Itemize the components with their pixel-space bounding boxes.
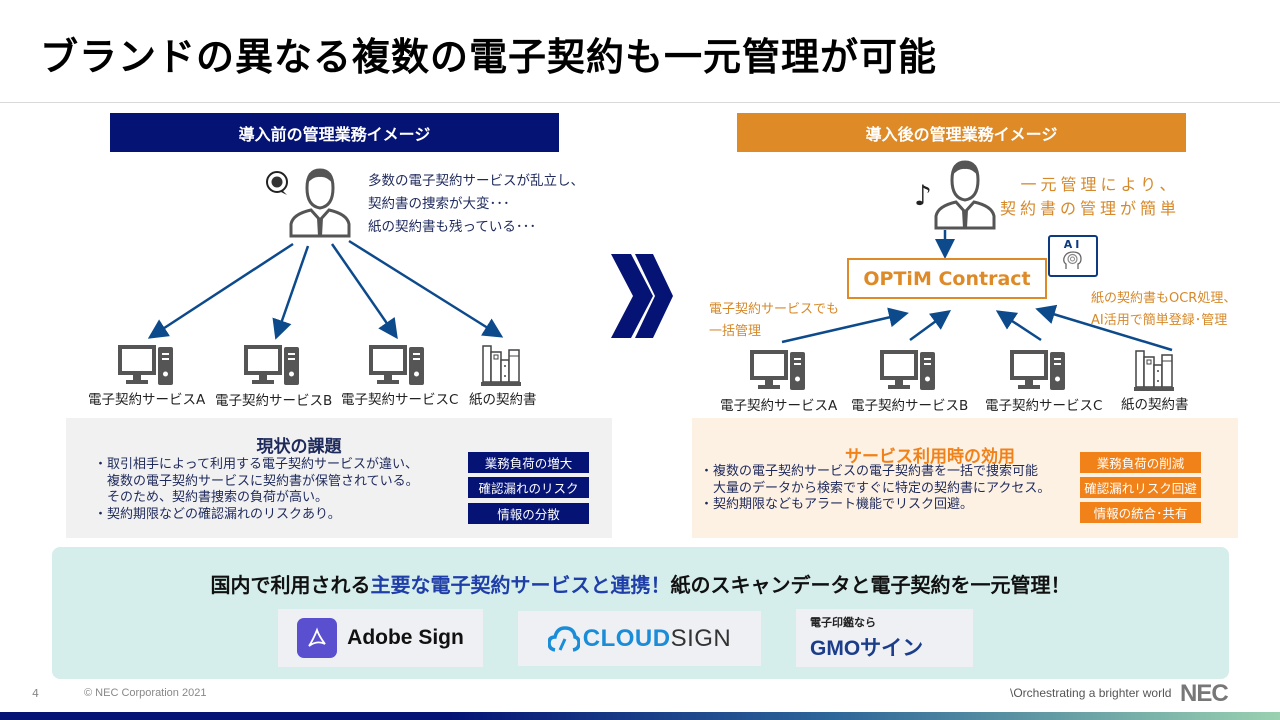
thought-line: 紙の契約書も残っている･･･ xyxy=(368,219,537,235)
adobe-sign-logo: Adobe Sign xyxy=(278,609,483,667)
banner-text-post: 紙のスキャンデータと電子契約を一元管理！ xyxy=(670,573,1071,597)
banner-text-pre: 国内で利用される xyxy=(210,573,371,597)
issues-text: ・取引相手によって利用する電子契約サービスが違い、 複数の電子契約サービスに契約… xyxy=(94,457,419,523)
ai-badge-label: AI xyxy=(1063,238,1083,251)
issue-tag: 確認漏れのリスク xyxy=(468,477,589,498)
effect-tag: 確認漏れリスク回避 xyxy=(1080,477,1201,498)
left-note-line: 一括管理 xyxy=(709,324,762,339)
before-thought-text: 多数の電子契約サービスが乱立し、 契約書の捜索が大変･･･ 紙の契約書も残ってい… xyxy=(368,170,584,239)
effects-title: サービス利用時の効用 xyxy=(845,447,1015,467)
computer-icon xyxy=(750,350,808,396)
right-note-line: AI活用で簡単登録･管理 xyxy=(1091,313,1228,328)
adobe-acrobat-icon xyxy=(297,618,338,658)
ai-badge: AI xyxy=(1048,235,1098,277)
service-a-label: 電子契約サービスA xyxy=(88,392,206,408)
double-chevron-right-icon xyxy=(611,254,673,342)
cloud-icon xyxy=(547,625,580,652)
bookshelf-icon xyxy=(1133,349,1175,397)
effects-text: ・複数の電子契約サービスの電子契約書を一括で捜索可能 大量のデータから検索ですぐ… xyxy=(700,464,1050,514)
person-icon xyxy=(287,166,353,238)
computer-icon xyxy=(880,350,938,396)
arrow-to-service-b xyxy=(272,245,310,340)
issue-line: そのため、契約書捜索の負荷が高い。 xyxy=(94,490,329,505)
worried-speech-bubble-icon xyxy=(264,170,292,202)
title-divider xyxy=(0,102,1280,103)
arrow-to-service-c xyxy=(330,243,398,340)
effect-tag: 業務負荷の削減 xyxy=(1080,452,1201,473)
issue-tag: 業務負荷の増大 xyxy=(468,452,589,473)
nec-tagline: \Orchestrating a brighter world xyxy=(1010,686,1172,700)
gmo-sign-logo: 電子印鑑なら GMOサイン xyxy=(796,609,973,667)
arrow-to-paper xyxy=(348,239,504,338)
issues-title: 現状の課題 xyxy=(256,437,342,457)
adobe-sign-text: Adobe Sign xyxy=(347,626,464,649)
thought-line: 契約書の捜索が大変･･･ xyxy=(368,196,510,212)
after-note-line: 契約書の管理が簡単 xyxy=(1000,199,1181,218)
nec-logo: NEC xyxy=(1180,680,1229,707)
arrow-paper-to-product xyxy=(1035,304,1173,352)
arrow-service-b-to-product xyxy=(909,310,952,342)
arrow-service-a-to-product xyxy=(781,307,909,344)
left-note-line: 電子契約サービスでも xyxy=(709,302,840,317)
left-note: 電子契約サービスでも 一括管理 xyxy=(709,299,839,343)
after-arrows xyxy=(781,230,1173,352)
issue-tag: 情報の分散 xyxy=(468,503,589,524)
service-a-label: 電子契約サービスA xyxy=(720,398,838,414)
issues-box: 現状の課題 ・取引相手によって利用する電子契約サービスが違い、 複数の電子契約サ… xyxy=(66,418,612,538)
gmo-tagline: 電子印鑑なら xyxy=(810,616,876,629)
service-c-label: 電子契約サービスC xyxy=(985,398,1103,414)
banner-headline: 国内で利用される主要な電子契約サービスと連携！紙のスキャンデータと電子契約を一元… xyxy=(52,569,1229,598)
computer-icon xyxy=(244,345,302,391)
issue-line: ・契約期限などの確認漏れのリスクあり。 xyxy=(94,506,341,522)
issue-line: 複数の電子契約サービスに契約書が保管されている。 xyxy=(94,473,419,489)
effect-line: 大量のデータから検索ですぐに特定の契約書にアクセス。 xyxy=(700,480,1051,496)
bookshelf-icon xyxy=(480,344,522,392)
after-note: 一元管理により、 契約書の管理が簡単 xyxy=(1000,173,1180,221)
music-note-icon: ♪ xyxy=(914,179,932,212)
before-header: 導入前の管理業務イメージ xyxy=(110,113,559,152)
after-note-line: 一元管理により、 xyxy=(1020,175,1180,194)
thought-line: 多数の電子契約サービスが乱立し、 xyxy=(368,173,584,189)
ai-brain-head-icon xyxy=(1063,251,1082,269)
right-note: 紙の契約書もOCR処理、 AI活用で簡単登録･管理 xyxy=(1091,288,1236,332)
before-arrows xyxy=(147,239,504,340)
right-note-line: 紙の契約書もOCR処理、 xyxy=(1091,291,1237,306)
person-icon xyxy=(932,158,998,230)
banner-text-highlight: 主要な電子契約サービスと連携！ xyxy=(370,573,671,597)
page-title: ブランドの異なる複数の電子契約も一元管理が可能 xyxy=(40,35,938,79)
cloudsign-text: CLOUDSIGN xyxy=(583,625,732,653)
effect-tag: 情報の統合･共有 xyxy=(1080,502,1201,523)
after-header: 導入後の管理業務イメージ xyxy=(737,113,1186,152)
service-b-label: 電子契約サービスB xyxy=(851,398,969,414)
page-number: 4 xyxy=(32,687,39,700)
computer-icon xyxy=(1010,350,1068,396)
paper-contract-label: 紙の契約書 xyxy=(1121,397,1189,413)
paper-contract-label: 紙の契約書 xyxy=(469,392,537,408)
effects-box: サービス利用時の効用 ・複数の電子契約サービスの電子契約書を一括で捜索可能 大量… xyxy=(692,418,1238,538)
issue-line: ・取引相手によって利用する電子契約サービスが違い、 xyxy=(94,457,418,472)
effect-line: ・複数の電子契約サービスの電子契約書を一括で捜索可能 xyxy=(700,464,1039,479)
service-b-label: 電子契約サービスB xyxy=(215,393,333,409)
gmo-sign-text: GMOサイン xyxy=(810,637,924,660)
copyright: © NEC Corporation 2021 xyxy=(84,687,207,699)
footer-gradient-bar xyxy=(0,712,1280,720)
cloudsign-text-a: CLOUD xyxy=(582,624,671,652)
cloudsign-logo: CLOUDSIGN xyxy=(518,611,761,666)
arrow-to-service-a xyxy=(147,242,294,339)
service-c-label: 電子契約サービスC xyxy=(341,392,459,408)
arrow-service-c-to-product xyxy=(995,310,1042,342)
computer-icon xyxy=(369,345,427,391)
cloudsign-text-b: SIGN xyxy=(670,624,732,652)
computer-icon xyxy=(118,345,176,391)
effect-line: ・契約期限などもアラート機能でリスク回避。 xyxy=(700,497,974,512)
optim-contract-box: OPTiM Contract xyxy=(847,258,1047,299)
